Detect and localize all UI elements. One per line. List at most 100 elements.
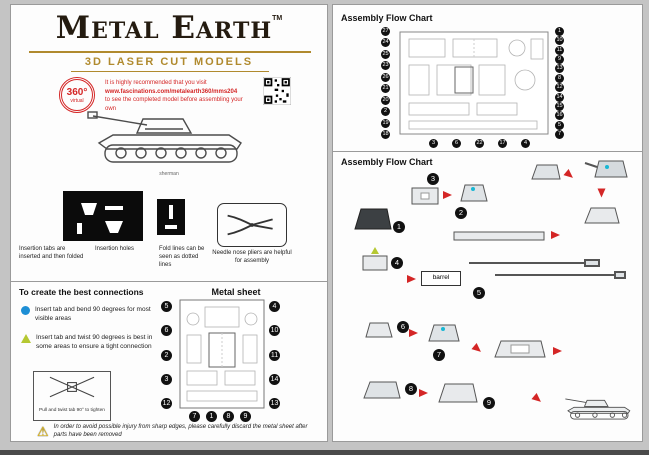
step-badge: 3 <box>427 173 439 185</box>
part-callout: 24 <box>381 38 390 48</box>
flow-arrow-icon <box>407 275 416 283</box>
step-badge: 5 <box>473 287 485 299</box>
part-callout: 4 <box>521 139 530 148</box>
gold-rule-thin <box>71 71 269 72</box>
part-callout: 6 <box>452 139 461 148</box>
part-callout: 10 <box>555 36 564 46</box>
part-callout: 26 <box>381 72 390 82</box>
part-callout: 12 <box>161 398 172 409</box>
insertion-hole-diagram <box>157 199 185 235</box>
flow-arrow-icon <box>531 393 544 405</box>
part-diagram <box>354 208 392 230</box>
part-callout: 18 <box>381 129 390 139</box>
part-callout: 13 <box>269 398 280 409</box>
part-callout: 22 <box>475 139 484 148</box>
warning-icon: ⚠ <box>37 423 49 439</box>
final-model-diagram <box>565 398 631 420</box>
section-divider <box>333 151 642 152</box>
part-callout: 8 <box>223 411 234 422</box>
part-callout: 20 <box>381 95 390 105</box>
insertion-tabs-label: Insertion tabs are inserted and then fol… <box>19 246 84 261</box>
part-callout: 2 <box>381 107 390 117</box>
part-callout: 13 <box>555 64 564 74</box>
blue-dot-icon <box>21 306 30 315</box>
promo-line1: It is highly recommended that you visit <box>105 80 207 86</box>
trademark-mark: TM <box>272 15 283 22</box>
part-callout: 2 <box>161 349 172 361</box>
fold-lines-label: Fold lines can be seen as dotted lines <box>159 246 205 269</box>
part-callout: 27 <box>381 27 390 36</box>
flow-arrow-icon <box>553 347 562 355</box>
tank-line-drawing <box>87 111 242 163</box>
step-badge: 4 <box>391 257 403 269</box>
step-badge: 9 <box>483 397 495 409</box>
step-badge: 1 <box>393 221 405 233</box>
metal-sheet-title: Metal sheet <box>211 287 261 297</box>
flow-arrow-icon <box>551 231 560 239</box>
part-callout: 11 <box>269 349 280 361</box>
part-callout: 15 <box>555 101 564 111</box>
part-callout: 12 <box>555 83 564 93</box>
part-callout: 3 <box>429 139 438 148</box>
part-diagram <box>453 231 545 241</box>
part-callout: 9 <box>555 55 564 65</box>
part-diagram <box>584 207 620 224</box>
part-callout: 8 <box>555 73 564 83</box>
bullet-bend: Insert tab and bend 90 degrees for most … <box>21 305 156 323</box>
page-bottom-edge <box>0 450 649 455</box>
part-callout: 16 <box>555 111 564 121</box>
section-divider <box>11 281 327 282</box>
part-callout: 7 <box>189 411 200 422</box>
part-callout: 7 <box>555 129 564 139</box>
part-diagram <box>460 184 488 202</box>
bullet-twist: Insert tab and twist 90 degrees is best … <box>21 333 156 351</box>
part-callout: 1 <box>555 27 564 36</box>
brand-logo: Metal EarthTM <box>11 13 327 44</box>
part-callout: 1 <box>206 411 217 422</box>
gold-rule <box>29 51 311 53</box>
part-callout: 23 <box>381 61 390 71</box>
part-diagram <box>531 164 561 180</box>
part-callout: 3 <box>161 373 172 385</box>
step-badge: 2 <box>455 207 467 219</box>
twist-diagram <box>49 376 95 398</box>
insertion-holes-label: Insertion holes <box>95 246 135 252</box>
promo-url: www.fascinations.com/metalearth360/mms20… <box>105 88 238 95</box>
part-callout: 25 <box>381 49 390 59</box>
step-badge: 6 <box>397 321 409 333</box>
part-diagram <box>494 340 546 358</box>
twist-diagram-box: Pull and twist tab 90° to tighten <box>33 371 111 421</box>
flow-arrow-icon <box>563 169 576 181</box>
metal-sheet-diagram <box>179 299 265 409</box>
brand-subtitle: 3D LASER CUT MODELS <box>84 56 254 68</box>
part-diagram <box>438 383 478 403</box>
flow-arrow-icon <box>471 343 484 355</box>
part-callout: 14 <box>555 92 564 102</box>
flow-arrow-icon <box>419 389 428 397</box>
twist-note: Pull and twist tab 90° to tighten <box>39 408 105 413</box>
badge-360-sub: virtual <box>70 98 84 104</box>
bullet-twist-text: Insert tab and twist 90 degrees is best … <box>36 334 153 351</box>
warning-text: In order to avoid possible injury from s… <box>53 424 308 439</box>
pliers-note: Needle nose pliers are helpful for assem… <box>212 250 292 265</box>
part-diagram <box>365 322 393 338</box>
part-callout: 21 <box>381 84 390 94</box>
step-badge: 8 <box>405 383 417 395</box>
part-callout: 5 <box>555 120 564 130</box>
bullet-bend-text: Insert tab and bend 90 degrees for most … <box>35 306 151 323</box>
bend-marker-icon <box>471 187 475 191</box>
part-diagram <box>362 255 388 271</box>
part-callout: 9 <box>240 411 251 422</box>
connections-heading: To create the best connections <box>19 287 144 297</box>
flow-chart-title-mid: Assembly Flow Chart <box>341 157 433 167</box>
insertion-tab-diagram <box>63 191 143 241</box>
part-diagram <box>469 259 626 279</box>
part-callout: 10 <box>269 325 280 337</box>
part-callout: 11 <box>555 45 564 55</box>
brand-title: Metal Earth <box>55 10 273 46</box>
